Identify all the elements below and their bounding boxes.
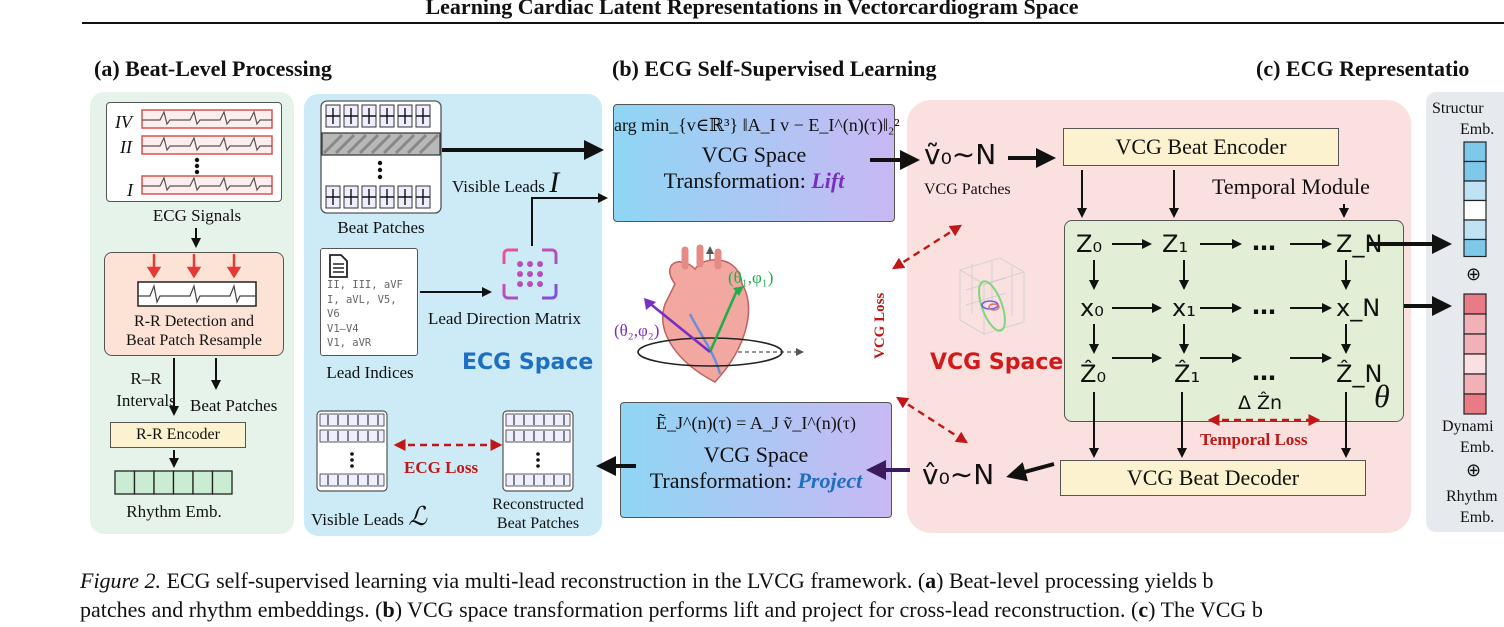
vcg-patches-label: VCG Patches — [924, 181, 1011, 198]
lead-ii-label: II — [120, 137, 132, 157]
beat-patches-a-label: Beat Patches — [190, 396, 278, 415]
paper-title: Learning Cardiac Latent Representations … — [425, 0, 1079, 19]
beat-patches-grid — [320, 100, 442, 214]
title-rule — [82, 22, 1504, 24]
section-c-title: (c) ECG Representatio — [1256, 56, 1470, 81]
ecg-signals-label: ECG Signals — [152, 206, 242, 225]
project-title: VCG Space — [703, 442, 809, 467]
project-subtitle: Transformation: Project — [649, 468, 863, 493]
dynamic-embedding-vector — [1463, 293, 1487, 415]
x-ellipsis: … — [1252, 292, 1276, 320]
document-icon — [329, 254, 348, 278]
temporal-module-label: Temporal Module — [1212, 174, 1370, 199]
rr-encoder-box: R-R Encoder — [110, 422, 246, 448]
z0-token: Z₀ — [1076, 230, 1103, 258]
section-b-title: (b) ECG Self-Supervised Learning — [612, 56, 937, 81]
vcg-loop-plot — [959, 257, 1025, 335]
rhythm-emb-c-label: Rhythm Emb. — [1446, 488, 1498, 526]
reconstructed-label: Reconstructed Beat Patches — [492, 496, 584, 532]
section-a-title: (a) Beat-Level Processing — [94, 56, 332, 81]
v-hat-label: v̂₀∼N — [922, 458, 995, 491]
zhatn-token: Ẑ_N — [1336, 360, 1383, 388]
rhythm-emb-label: Rhythm Emb. — [126, 502, 222, 521]
beat-patches-b-label: Beat Patches — [337, 218, 425, 237]
visible-leads-l-label: Visible Leads ℒ — [311, 502, 427, 531]
lead-direction-matrix-icon — [502, 248, 558, 300]
vcg-space-label: VCG Space — [930, 350, 1064, 375]
lead-indices-label: Lead Indices — [326, 363, 414, 382]
theta-symbol: θ — [1374, 378, 1390, 414]
lift-formula: arg min_{v∈ℝ³} ‖A_I v − E_I^(n)(τ)‖₂² — [614, 115, 900, 135]
v-tilde-label: ṽ₀∼N — [924, 138, 997, 171]
lift-transformation-box: arg min_{v∈ℝ³} ‖A_I v − E_I^(n)(τ)‖₂² VC… — [613, 104, 900, 222]
x1-token: x₁ — [1172, 294, 1196, 322]
lift-subtitle: Transformation: Lift — [663, 168, 845, 193]
rr-detection-label: R-R Detection and Beat Patch Resample — [126, 313, 262, 349]
xn-token: x_N — [1336, 294, 1381, 322]
z1-token: Z₁ — [1162, 230, 1189, 258]
lead-i-label: I — [127, 180, 133, 200]
visible-leads-i-label: Visible Leads I — [452, 166, 560, 199]
ecg-loss-label: ECG Loss — [404, 458, 479, 477]
oplus-2: ⊕ — [1466, 460, 1482, 481]
project-transformation-box: Ẽ_J^(n)(τ) = A_J ṽ_I^(n)(τ) VCG Space Tr… — [620, 402, 892, 518]
theta1-label: (θ₁,φ₁) — [728, 268, 774, 287]
zhat-ellipsis: … — [1252, 358, 1276, 386]
rhythm-embedding-vector — [114, 470, 233, 495]
vcg-beat-encoder-box: VCG Beat Encoder — [1063, 128, 1339, 166]
delta-z-label: Δ Ẑn — [1238, 392, 1283, 414]
heart-illustration — [637, 244, 804, 383]
lead-direction-matrix-label: Lead Direction Matrix — [428, 309, 581, 328]
lift-title: VCG Space — [701, 142, 807, 167]
ecg-signal-strips — [141, 109, 273, 195]
project-formula: Ẽ_J^(n)(τ) = A_J ṽ_I^(n)(τ) — [656, 413, 856, 433]
theta2-label: (θ₂,φ₂) — [614, 321, 660, 340]
reconstructed-patch-grid — [502, 410, 574, 492]
temporal-loss-label: Temporal Loss — [1200, 430, 1308, 449]
structural-emb-label: Structur Emb. — [1432, 100, 1495, 138]
temporal-module-box — [1064, 220, 1404, 422]
structural-embedding-vector — [1463, 141, 1487, 258]
visible-leads-patch-grid — [316, 410, 388, 492]
caption-line-2: patches and rhythm embeddings. (b) VCG s… — [80, 597, 1263, 622]
oplus-1: ⊕ — [1466, 264, 1482, 285]
lead-indices-list: II, III, aVF I, aVL, V5, V6 V1–V4 V1, aV… — [327, 279, 403, 349]
x0-token: x₀ — [1080, 294, 1104, 322]
zhat1-token: Ẑ₁ — [1174, 360, 1201, 388]
rr-detection-diagram — [137, 254, 257, 307]
rr-intervals-label: R–R Intervals — [116, 369, 176, 410]
vcg-beat-decoder-box: VCG Beat Decoder — [1060, 460, 1366, 496]
lead-iv-label: IV — [115, 112, 132, 132]
zhat0-token: Ẑ₀ — [1080, 360, 1107, 388]
z-ellipsis: … — [1252, 228, 1276, 256]
ecg-space-label: ECG Space — [462, 350, 594, 375]
dynamic-emb-label: Dynami Emb. — [1442, 418, 1495, 456]
caption-line-1: Figure 2. ECG self-supervised learning v… — [80, 568, 1214, 593]
